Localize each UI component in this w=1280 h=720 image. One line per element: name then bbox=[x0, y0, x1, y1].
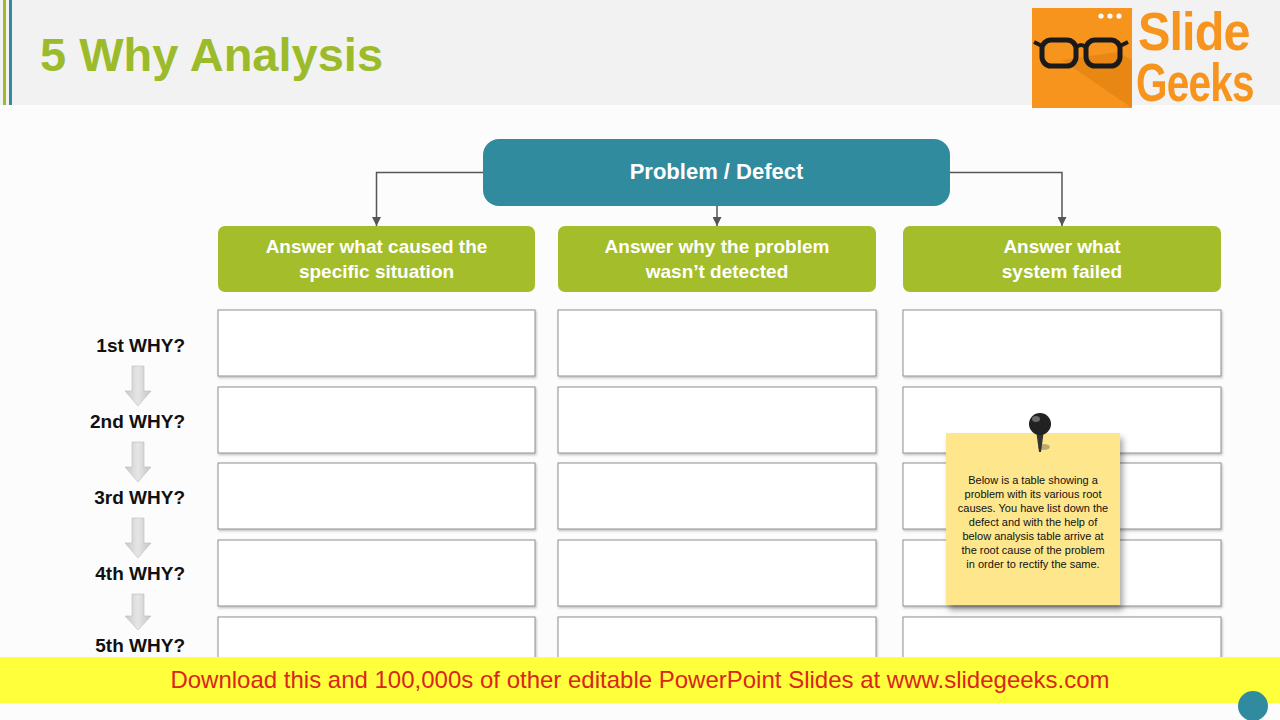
row-label: 3rd WHY? bbox=[60, 487, 185, 509]
row-label: 4th WHY? bbox=[60, 563, 185, 585]
category-box: Answer what caused the specific situatio… bbox=[218, 226, 535, 292]
table-cell bbox=[218, 540, 535, 606]
node-text: Download this and 100,000s of other edit… bbox=[170, 666, 1109, 695]
logo-dot bbox=[1098, 13, 1103, 18]
banner: Download this and 100,000s of other edit… bbox=[0, 657, 1280, 703]
glasses-arm bbox=[1120, 42, 1128, 46]
accent-bar bbox=[9, 0, 12, 105]
table-cell bbox=[558, 387, 876, 453]
problem-box: Problem / Defect bbox=[483, 139, 950, 206]
node-text: Answer why the problem wasn’t detected bbox=[578, 234, 856, 285]
table-cell bbox=[558, 463, 876, 529]
down-arrow bbox=[125, 442, 151, 482]
glasses-arm bbox=[1034, 42, 1042, 46]
node-text: Problem / Defect bbox=[630, 158, 804, 187]
down-arrow bbox=[125, 518, 151, 558]
glasses-bridge bbox=[1076, 45, 1086, 47]
table-cell bbox=[218, 310, 535, 376]
table-cell bbox=[218, 463, 535, 529]
glasses-lens bbox=[1042, 40, 1076, 66]
push-pin bbox=[1029, 413, 1051, 435]
logo-square bbox=[1032, 8, 1132, 108]
pin-highlight bbox=[1032, 416, 1040, 422]
corner-dot bbox=[1238, 691, 1268, 720]
logo-text: Slide bbox=[1138, 4, 1250, 58]
slide-title: 5 Why Analysis bbox=[40, 31, 383, 78]
down-arrow bbox=[125, 594, 151, 630]
sticky-note: Below is a table showing a problem with … bbox=[946, 433, 1120, 605]
category-box: Answer what system failed bbox=[903, 226, 1221, 292]
glasses-lens bbox=[1086, 40, 1120, 66]
node-text: Below is a table showing a problem with … bbox=[957, 473, 1109, 571]
row-label: 1st WHY? bbox=[60, 335, 185, 357]
down-arrow bbox=[125, 366, 151, 406]
logo-text: Geeks bbox=[1136, 55, 1254, 109]
connector-arrow bbox=[716, 206, 718, 226]
connector-arrow bbox=[377, 173, 484, 227]
table-cell bbox=[218, 387, 535, 453]
pin-needle bbox=[1036, 430, 1044, 452]
logo-dot bbox=[1116, 13, 1121, 18]
accent-bar bbox=[3, 0, 6, 105]
logo-dot bbox=[1107, 13, 1112, 18]
connector-arrow bbox=[950, 173, 1062, 227]
table-cell bbox=[903, 310, 1221, 376]
row-label: 2nd WHY? bbox=[60, 411, 185, 433]
pin-shadow bbox=[1038, 444, 1050, 450]
row-label: 5th WHY? bbox=[60, 635, 185, 657]
node-text: Answer what system failed bbox=[983, 234, 1141, 285]
table-cell bbox=[558, 310, 876, 376]
node-text: Answer what caused the specific situatio… bbox=[238, 234, 515, 285]
table-cell bbox=[558, 540, 876, 606]
category-box: Answer why the problem wasn’t detected bbox=[558, 226, 876, 292]
